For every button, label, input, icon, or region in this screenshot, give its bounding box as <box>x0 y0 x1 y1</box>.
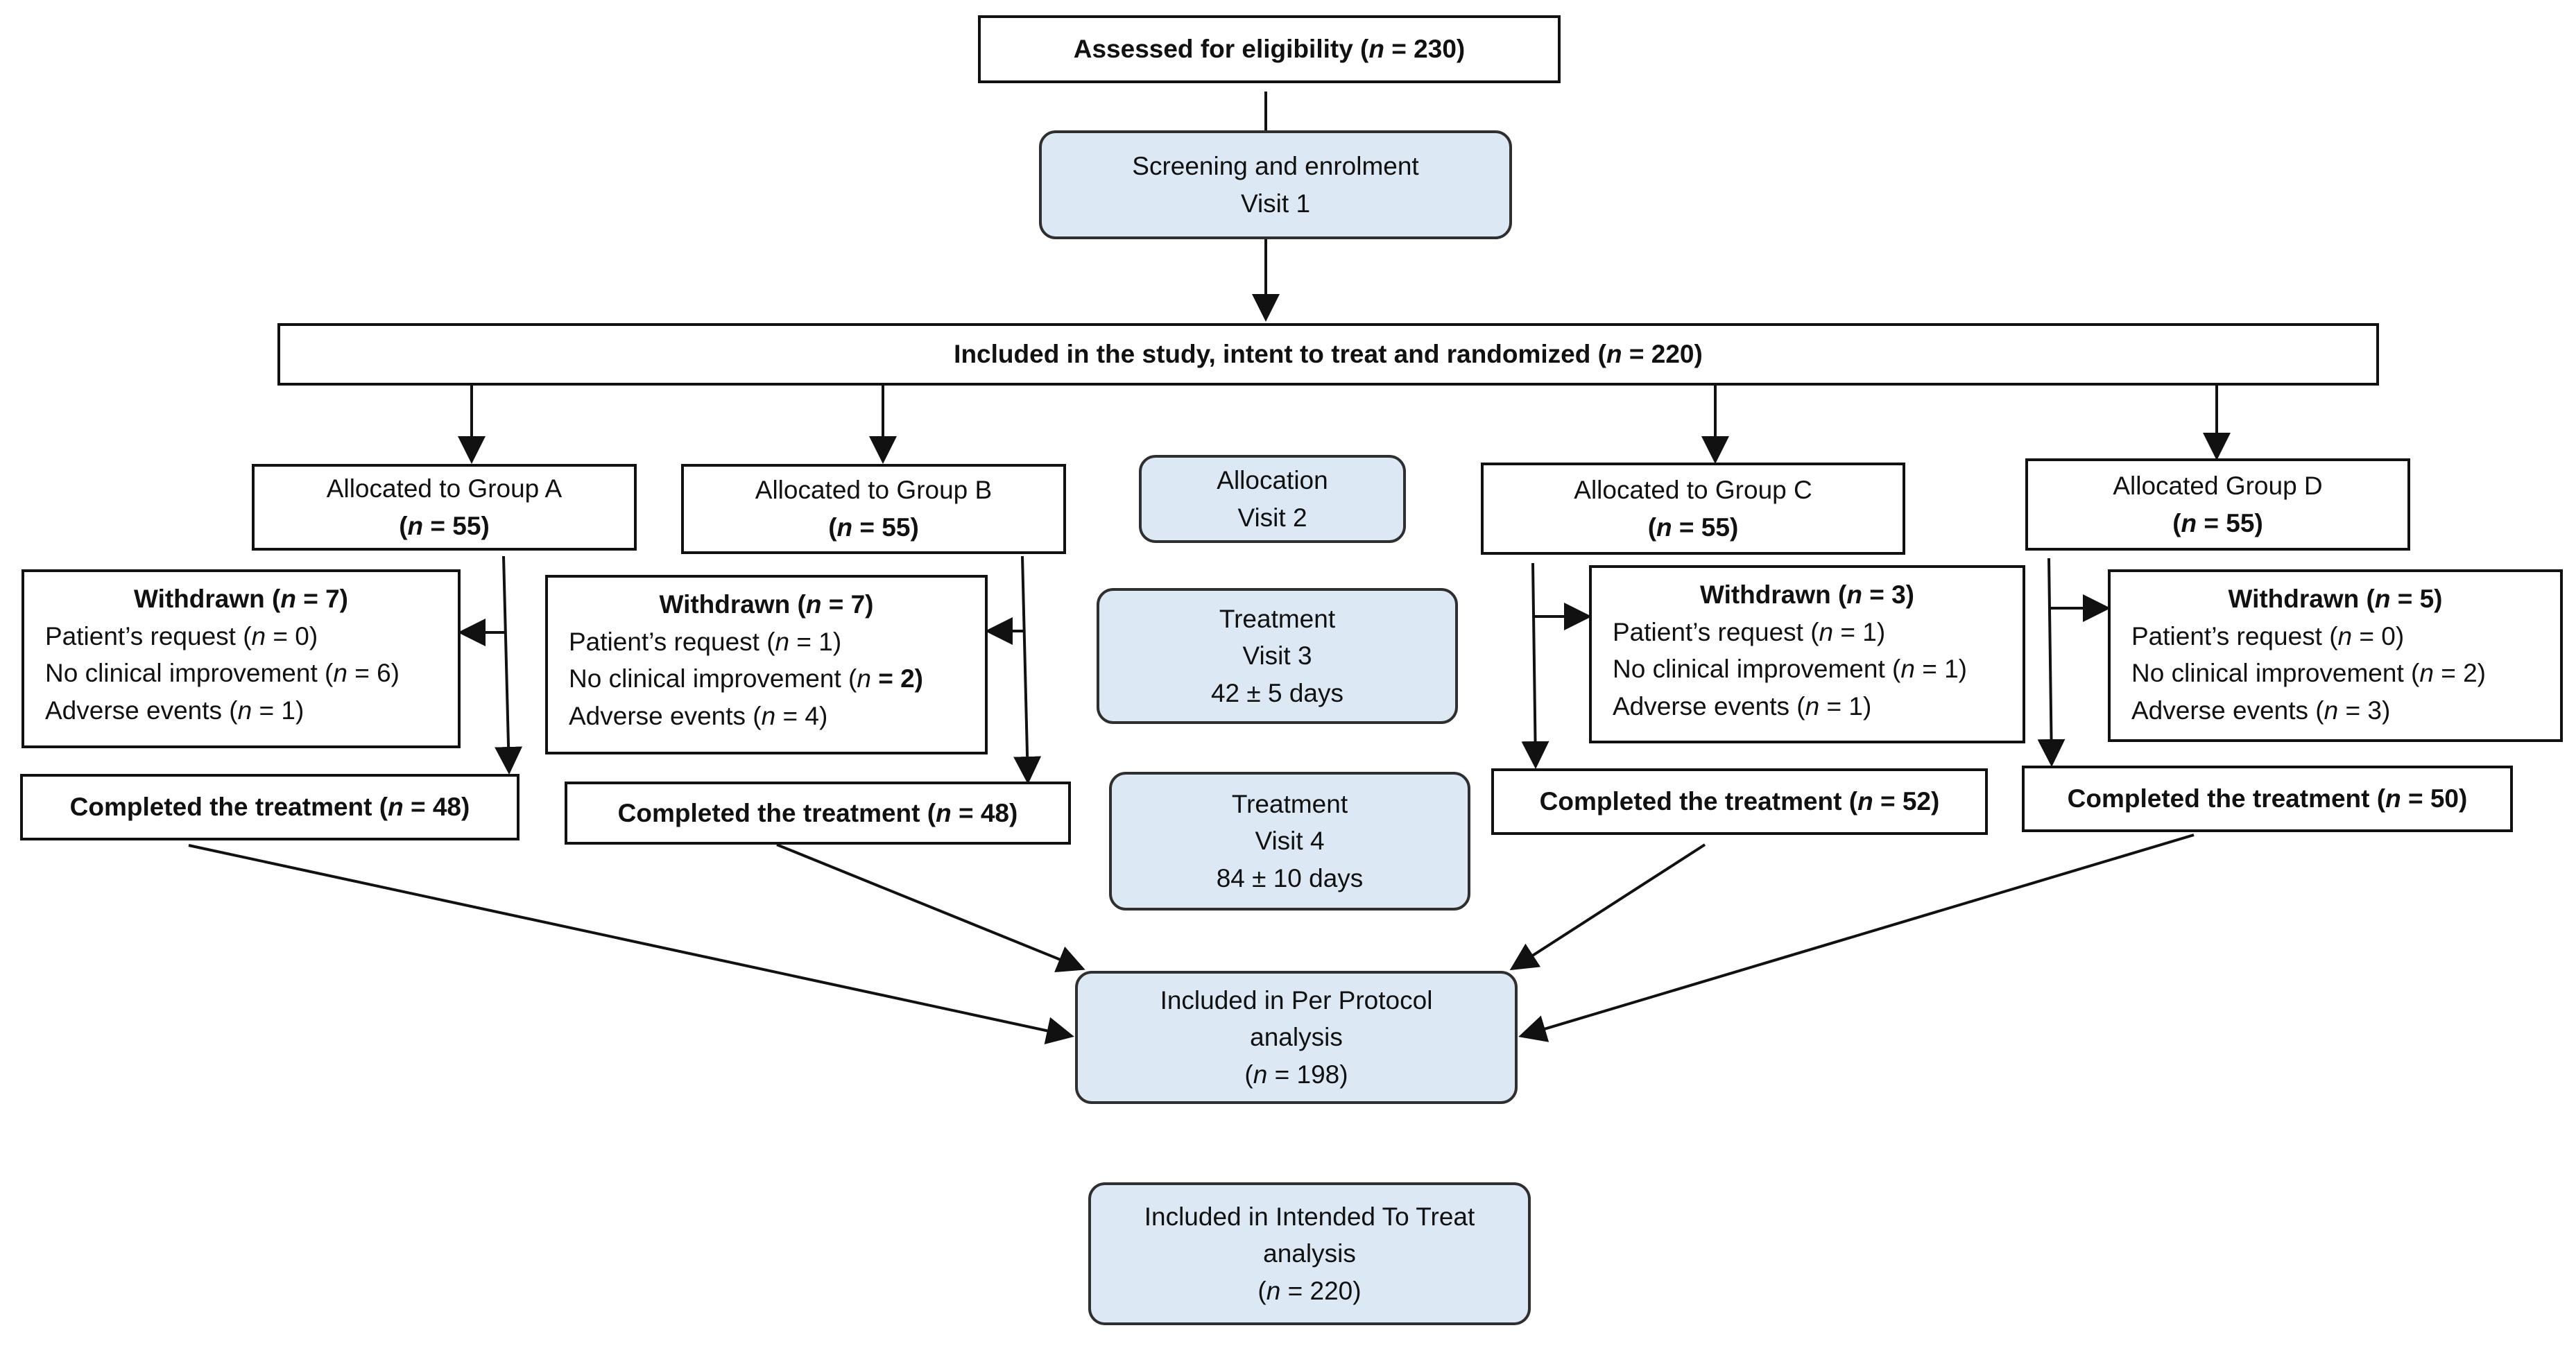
withdrawn-group-a-box: Withdrawn (n = 7) Patient’s request (n =… <box>22 569 461 748</box>
withdrawn-group-d-box: Withdrawn (n = 5) Patient’s request (n =… <box>2108 569 2563 742</box>
allocated-group-c-count: (n = 55) <box>1647 512 1739 542</box>
withdrawn-group-c-improvement: No clinical improvement (n = 1) <box>1613 655 1968 684</box>
included-randomized-box: Included in the study, intent to treat a… <box>277 323 2379 386</box>
completed-group-b-text: Completed the treatment (n = 48) <box>617 798 1018 827</box>
withdrawn-group-a-title: Withdrawn (n = 7) <box>133 585 349 613</box>
allocated-group-b-count: (n = 55) <box>828 513 919 542</box>
screening-enrolment-box: Screening and enrolment Visit 1 <box>1039 130 1512 239</box>
treatment4-line1: Treatment <box>1231 789 1348 818</box>
completed-group-a-box: Completed the treatment (n = 48) <box>20 774 520 840</box>
arrow-group-c-completed <box>1521 562 1549 769</box>
allocation-line2: Visit 2 <box>1237 503 1307 532</box>
intended-to-treat-analysis-box: Included in Intended To Treat analysis (… <box>1088 1182 1531 1325</box>
treatment-visit3-box: Treatment Visit 3 42 ± 5 days <box>1097 588 1458 724</box>
withdrawn-group-b-box: Withdrawn (n = 7) Patient’s request (n =… <box>545 575 988 754</box>
withdrawn-group-d-adverse: Adverse events (n = 3) <box>2131 696 2391 725</box>
completed-group-a-text: Completed the treatment (n = 48) <box>69 793 470 822</box>
arrow-group-a-completed <box>495 555 523 775</box>
withdrawn-group-a-request: Patient’s request (n = 0) <box>45 621 318 650</box>
per-protocol-line1: Included in Per Protocol <box>1160 985 1433 1015</box>
per-protocol-count: (n = 198) <box>1244 1060 1348 1089</box>
arrow-d-to-per-protocol <box>1518 834 2195 1042</box>
withdrawn-group-a-adverse: Adverse events (n = 1) <box>45 696 304 725</box>
completed-group-c-text: Completed the treatment (n = 52) <box>1539 787 1940 816</box>
itt-line2: analysis <box>1263 1239 1356 1268</box>
withdrawn-group-c-title: Withdrawn (n = 3) <box>1699 580 1915 609</box>
withdrawn-group-b-request: Patient’s request (n = 1) <box>569 627 842 656</box>
allocated-group-c-label: Allocated to Group C <box>1574 475 1812 504</box>
allocated-group-a-box: Allocated to Group A (n = 55) <box>252 464 637 551</box>
per-protocol-analysis-box: Included in Per Protocol analysis (n = 1… <box>1075 971 1518 1104</box>
allocated-group-c-box: Allocated to Group C (n = 55) <box>1481 463 1905 555</box>
completed-group-b-box: Completed the treatment (n = 48) <box>565 782 1071 845</box>
withdrawn-group-d-title: Withdrawn (n = 5) <box>2228 585 2443 613</box>
completed-group-d-box: Completed the treatment (n = 50) <box>2022 766 2513 832</box>
allocated-group-d-label: Allocated Group D <box>2113 471 2323 500</box>
withdrawn-group-b-improvement: No clinical improvement (n = 2) <box>569 664 924 693</box>
itt-line1: Included in Intended To Treat <box>1144 1202 1475 1231</box>
withdrawn-group-a-improvement: No clinical improvement (n = 6) <box>45 659 400 688</box>
screening-line2: Visit 1 <box>1240 189 1311 218</box>
arrow-group-d-completed <box>2037 558 2066 767</box>
treatment3-line1: Treatment <box>1219 604 1336 633</box>
allocated-group-d-box: Allocated Group D (n = 55) <box>2025 458 2410 551</box>
withdrawn-group-d-improvement: No clinical improvement (n = 2) <box>2131 659 2487 688</box>
withdrawn-group-b-adverse: Adverse events (n = 4) <box>569 701 828 730</box>
arrow-group-b-completed <box>1013 555 1042 784</box>
allocation-line1: Allocation <box>1217 465 1328 494</box>
completed-group-c-box: Completed the treatment (n = 52) <box>1491 768 1988 835</box>
per-protocol-line2: analysis <box>1250 1023 1343 1052</box>
included-randomized-text: Included in the study, intent to treat a… <box>954 340 1703 369</box>
allocated-group-d-count: (n = 55) <box>2172 508 2263 537</box>
allocated-group-b-label: Allocated to Group B <box>755 476 993 505</box>
itt-count: (n = 220) <box>1257 1276 1362 1305</box>
treatment4-line3: 84 ± 10 days <box>1216 863 1364 892</box>
allocated-group-a-label: Allocated to Group A <box>326 474 563 503</box>
treatment4-line2: Visit 4 <box>1255 827 1325 856</box>
completed-group-d-text: Completed the treatment (n = 50) <box>2067 784 2468 813</box>
withdrawn-group-c-box: Withdrawn (n = 3) Patient’s request (n =… <box>1589 565 2025 743</box>
allocation-visit2-box: Allocation Visit 2 <box>1139 455 1406 543</box>
arrow-c-to-per-protocol <box>1509 843 1706 971</box>
assessed-eligibility-text: Assessed for eligibility (n = 230) <box>1073 35 1466 64</box>
withdrawn-group-d-request: Patient’s request (n = 0) <box>2131 621 2405 650</box>
allocated-group-a-count: (n = 55) <box>399 511 490 540</box>
withdrawn-group-c-request: Patient’s request (n = 1) <box>1613 617 1886 646</box>
withdrawn-group-c-adverse: Adverse events (n = 1) <box>1613 691 1872 721</box>
screening-line1: Screening and enrolment <box>1132 151 1419 180</box>
treatment3-line3: 42 ± 5 days <box>1210 678 1344 707</box>
treatment3-line2: Visit 3 <box>1242 641 1312 671</box>
withdrawn-group-b-title: Withdrawn (n = 7) <box>659 590 874 619</box>
arrow-a-to-per-protocol <box>188 844 1074 1044</box>
allocated-group-b-box: Allocated to Group B (n = 55) <box>681 464 1066 554</box>
arrow-b-to-per-protocol <box>776 843 1085 972</box>
assessed-eligibility-box: Assessed for eligibility (n = 230) <box>978 15 1561 83</box>
treatment-visit4-box: Treatment Visit 4 84 ± 10 days <box>1109 772 1470 911</box>
